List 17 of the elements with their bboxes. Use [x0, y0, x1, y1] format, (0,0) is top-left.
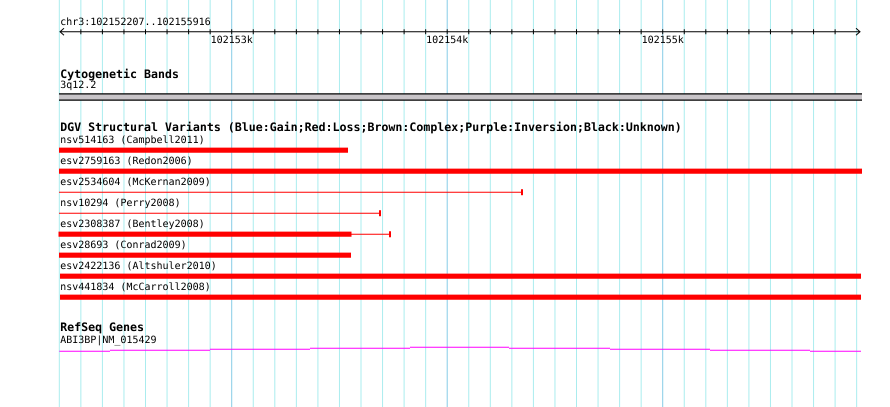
feature-label: esv2422136 (Altshuler2010) — [60, 261, 215, 270]
feature-label: esv2759163 (Redon2006) — [60, 156, 191, 166]
track-title: RefSeq Genes — [60, 322, 144, 334]
region-label: chr3:102152207..102155916 — [61, 17, 210, 26]
feature-label: nsv514163 (Campbell2011) — [61, 135, 203, 146]
track-title: DGV Structural Variants (Blue:Gain;Red:Loss;Brown:Complex;Purple:Inversion;Black:Unknown) — [60, 122, 680, 134]
tick-label: 102155k — [642, 35, 684, 44]
feature-label: ABI3BP|NM_015429 — [60, 335, 156, 346]
tick-label: 102154k — [427, 35, 468, 44]
track-title: Cytogenetic Bands — [61, 68, 178, 80]
tick-label: 102153k — [212, 35, 253, 44]
feature-label: nsv441834 (McCarroll2008) — [61, 282, 209, 292]
feature-label: nsv10294 (Perry2008) — [61, 198, 179, 208]
feature-label: esv2534604 (McKernan2009) — [60, 177, 209, 186]
feature-label: 3q12.2 — [60, 80, 96, 90]
feature-label: esv2308387 (Bentley2008) — [60, 219, 203, 230]
feature-label: esv28693 (Conrad2009) — [60, 240, 185, 250]
